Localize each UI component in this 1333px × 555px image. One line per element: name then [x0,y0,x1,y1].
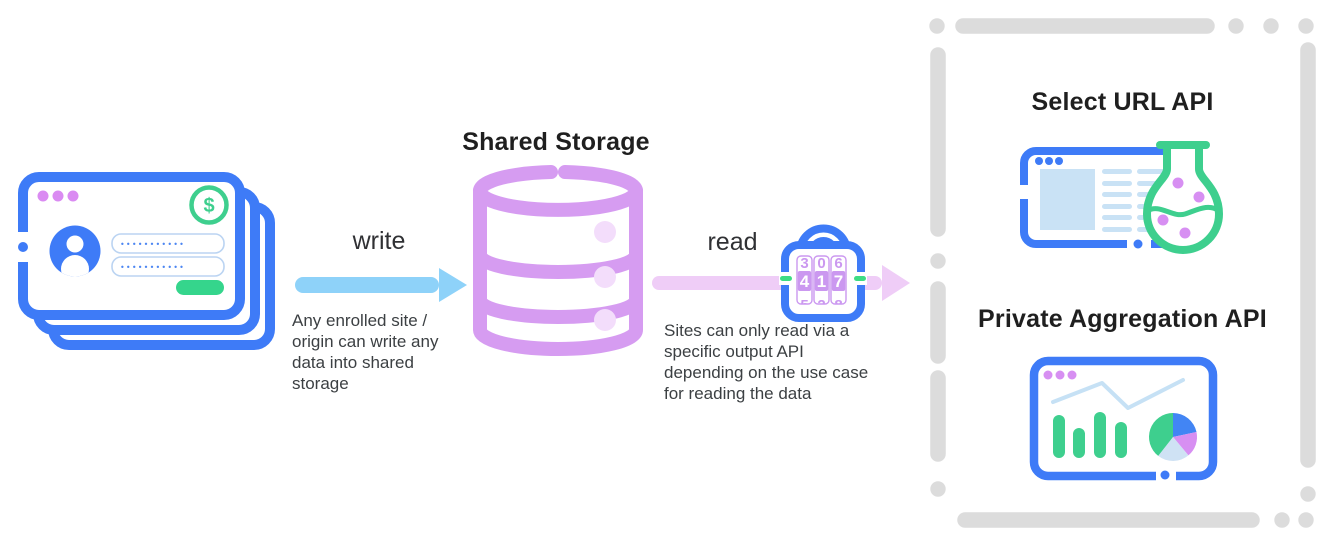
output-panel-dashed-border [929,18,1316,528]
flask-icon [1143,141,1223,254]
dashboard-chart-icon [1029,356,1218,481]
password-dots-text: ••••••••••• [120,263,185,272]
row-dot [594,221,616,243]
green-tick [854,276,866,281]
caption-line: depending on the use case [664,363,869,382]
caption-line: specific output API [664,342,804,361]
window-dots-icon [1035,157,1063,165]
border-dot [18,242,28,252]
green-tick [780,276,792,281]
row-dot [594,266,616,288]
private-aggregation-api-title: Private Aggregation API [978,305,1267,333]
write-caption: Any enrolled site / origin can write any… [292,310,482,394]
database-icon [473,165,643,356]
bar-chart [1053,412,1127,458]
bubble [1179,227,1191,239]
liquid-wave [1144,204,1222,218]
password-field-2[interactable]: ••••••••••• [111,256,225,277]
border-dot [1133,239,1143,249]
dollar-symbol: $ [203,195,214,217]
wheel-bottom-digit: 2 [817,297,825,314]
read-label: read [707,228,758,256]
caption-line: Any enrolled site / [292,311,428,330]
shared-storage-title: Shared Storage [462,128,650,156]
bubble [1172,177,1184,189]
submit-button[interactable] [176,280,224,295]
window-dots-icon [37,190,79,202]
browser-flask-icon [1017,141,1223,254]
combination-lock-icon: 3 0 6 5 2 8 4 1 7 [779,224,867,322]
wheel-digit: 7 [834,272,843,291]
dollar-coin-icon: $ [189,185,229,225]
line-chart [1051,378,1185,410]
wheel-top-digit: 0 [817,255,825,272]
caption-line: data into shared [292,353,414,372]
browser-card-stack-icon: $ ••••••••••• ••••••••••• [15,172,275,350]
wheel-bottom-digit: 5 [800,297,808,314]
wheel-top-digit: 3 [800,255,808,272]
write-arrow-icon [295,268,467,302]
bubble [1157,214,1169,226]
window-dots-icon [1043,370,1077,380]
wheel-top-digit: 6 [834,255,842,272]
select-url-api-title: Select URL API [1031,88,1214,116]
password-dots-text: ••••••••••• [120,240,185,249]
caption-line: origin can write any [292,332,439,351]
row-dot [594,309,616,331]
write-label: write [352,227,406,255]
caption-line: storage [292,374,349,393]
read-caption: Sites can only read via a specific outpu… [664,320,909,404]
caption-line: Sites can only read via a [664,321,850,340]
wheel-bottom-digit: 8 [834,297,842,314]
pie-chart [1148,413,1198,461]
content-block [1040,169,1095,230]
wheel-digit: 1 [817,272,826,291]
bubble [1193,191,1205,203]
border-dot [1160,470,1170,480]
digit-wheels[interactable]: 3 0 6 5 2 8 4 1 7 [796,255,847,314]
caption-line: for reading the data [664,384,812,403]
wheel-digit: 4 [800,272,810,291]
password-field-1[interactable]: ••••••••••• [111,233,225,254]
